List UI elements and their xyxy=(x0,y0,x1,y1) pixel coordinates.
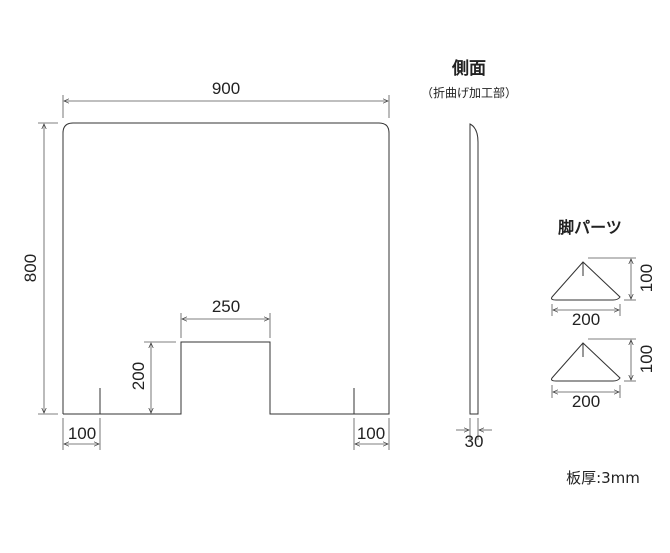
foot-part-1: 200 100 xyxy=(551,257,656,329)
foot-part-1-height: 100 xyxy=(637,264,656,292)
width-value: 900 xyxy=(212,79,240,98)
opening-height-value: 200 xyxy=(129,362,148,390)
panel-outline xyxy=(62,122,390,415)
front-view: 900 800 250 200 100 100 xyxy=(21,79,390,450)
opening-width-value: 250 xyxy=(212,297,240,316)
side-profile xyxy=(469,123,479,415)
foot-left-value: 100 xyxy=(68,424,96,443)
height-value: 800 xyxy=(21,254,40,282)
foot-parts: 脚パーツ 200 100 200 100 xyxy=(551,218,656,411)
side-view: 側面 （折曲げ加工部） 30 xyxy=(421,58,517,451)
foot-part-2-outline xyxy=(551,342,621,382)
material-thickness: 板厚:3mm xyxy=(566,469,640,487)
side-subtitle: （折曲げ加工部） xyxy=(421,85,517,100)
foot-part-2: 200 100 xyxy=(551,338,656,411)
side-thickness-value: 30 xyxy=(465,432,484,451)
foot-part-2-height: 100 xyxy=(637,345,656,373)
foot-part-1-width: 200 xyxy=(572,310,600,329)
foot-right-value: 100 xyxy=(357,424,385,443)
side-title: 側面 xyxy=(451,58,486,79)
feet-title: 脚パーツ xyxy=(558,218,622,237)
foot-part-2-width: 200 xyxy=(572,392,600,411)
foot-part-1-outline xyxy=(551,261,621,301)
